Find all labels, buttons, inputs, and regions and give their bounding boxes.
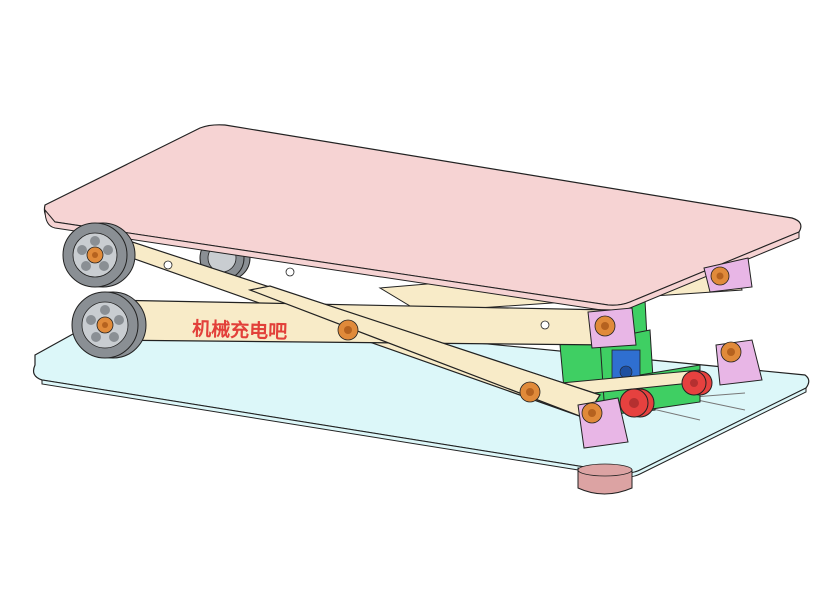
base-bracket-right xyxy=(715,339,763,386)
upper-left-wheel xyxy=(62,222,136,288)
top-platform xyxy=(43,124,802,312)
base-foot xyxy=(577,463,633,495)
arm-label: 机械充电吧 xyxy=(192,317,288,343)
top-bracket-front xyxy=(587,307,637,349)
lower-left-wheel xyxy=(71,291,147,359)
scissor-arm-upper-front xyxy=(247,285,601,419)
red-rollers xyxy=(619,370,713,418)
base-bracket-front xyxy=(577,397,629,449)
top-bracket-right xyxy=(703,257,753,293)
